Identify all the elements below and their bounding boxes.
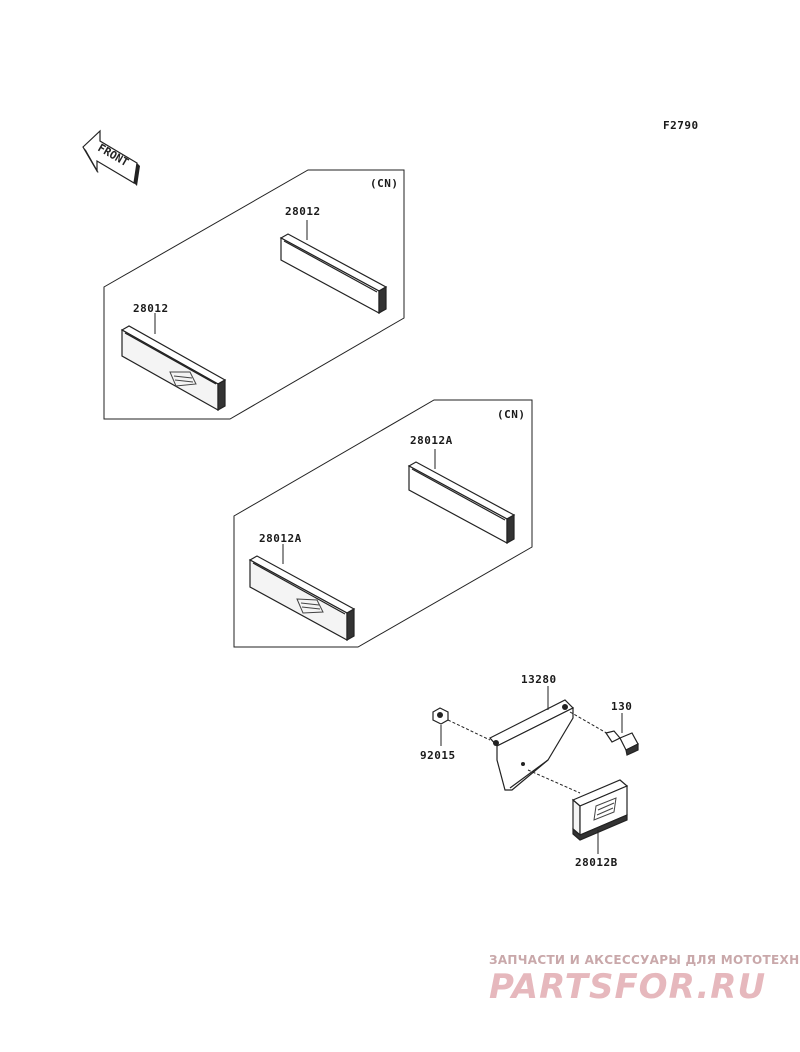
group-variant-label: (CN) xyxy=(497,408,526,421)
part-label-28012a-front: 28012A xyxy=(259,532,302,545)
watermark-logo: PARTSFOR.RU xyxy=(489,967,766,1007)
part-label-28012b: 28012B xyxy=(575,856,618,869)
diagram-code: F2790 xyxy=(663,119,699,132)
group-cn-28012a: (CN) 28012A 28012A xyxy=(233,399,533,648)
group-cn-28012: (CN) 28012 28012 xyxy=(103,169,405,420)
part-label-28012-front: 28012 xyxy=(133,302,169,315)
part-label-13280: 13280 xyxy=(521,673,557,686)
watermark-tagline: ЗАПЧАСТИ И АКСЕССУАРЫ ДЛЯ МОТОТЕХНИКИ xyxy=(489,953,800,967)
bracket-assembly: 13280 130 92015 xyxy=(420,673,639,869)
bracket-13280 xyxy=(489,699,575,791)
part-label-28012-rear: 28012 xyxy=(285,205,321,218)
kawasaki-emblem-icon xyxy=(169,371,197,387)
part-label-130: 130 xyxy=(611,700,632,713)
kawasaki-emblem-icon xyxy=(593,797,617,821)
part-label-92015: 92015 xyxy=(420,749,456,762)
reflector-front-b xyxy=(248,555,356,642)
reflector-front-a xyxy=(120,325,227,412)
part-label-28012a-rear: 28012A xyxy=(410,434,453,447)
reflector-rear-a xyxy=(279,233,388,315)
reflector-plate-28012b xyxy=(527,769,629,841)
watermark: ЗАПЧАСТИ И АКСЕССУАРЫ ДЛЯ МОТОТЕХНИКИ PA… xyxy=(489,953,800,1007)
group-variant-label: (CN) xyxy=(370,177,399,190)
front-arrow-icon: FRONT xyxy=(82,129,140,186)
nut-icon xyxy=(432,707,491,741)
reflector-rear-b xyxy=(407,461,516,545)
kawasaki-emblem-icon xyxy=(296,598,324,614)
bolt-icon xyxy=(569,711,639,756)
